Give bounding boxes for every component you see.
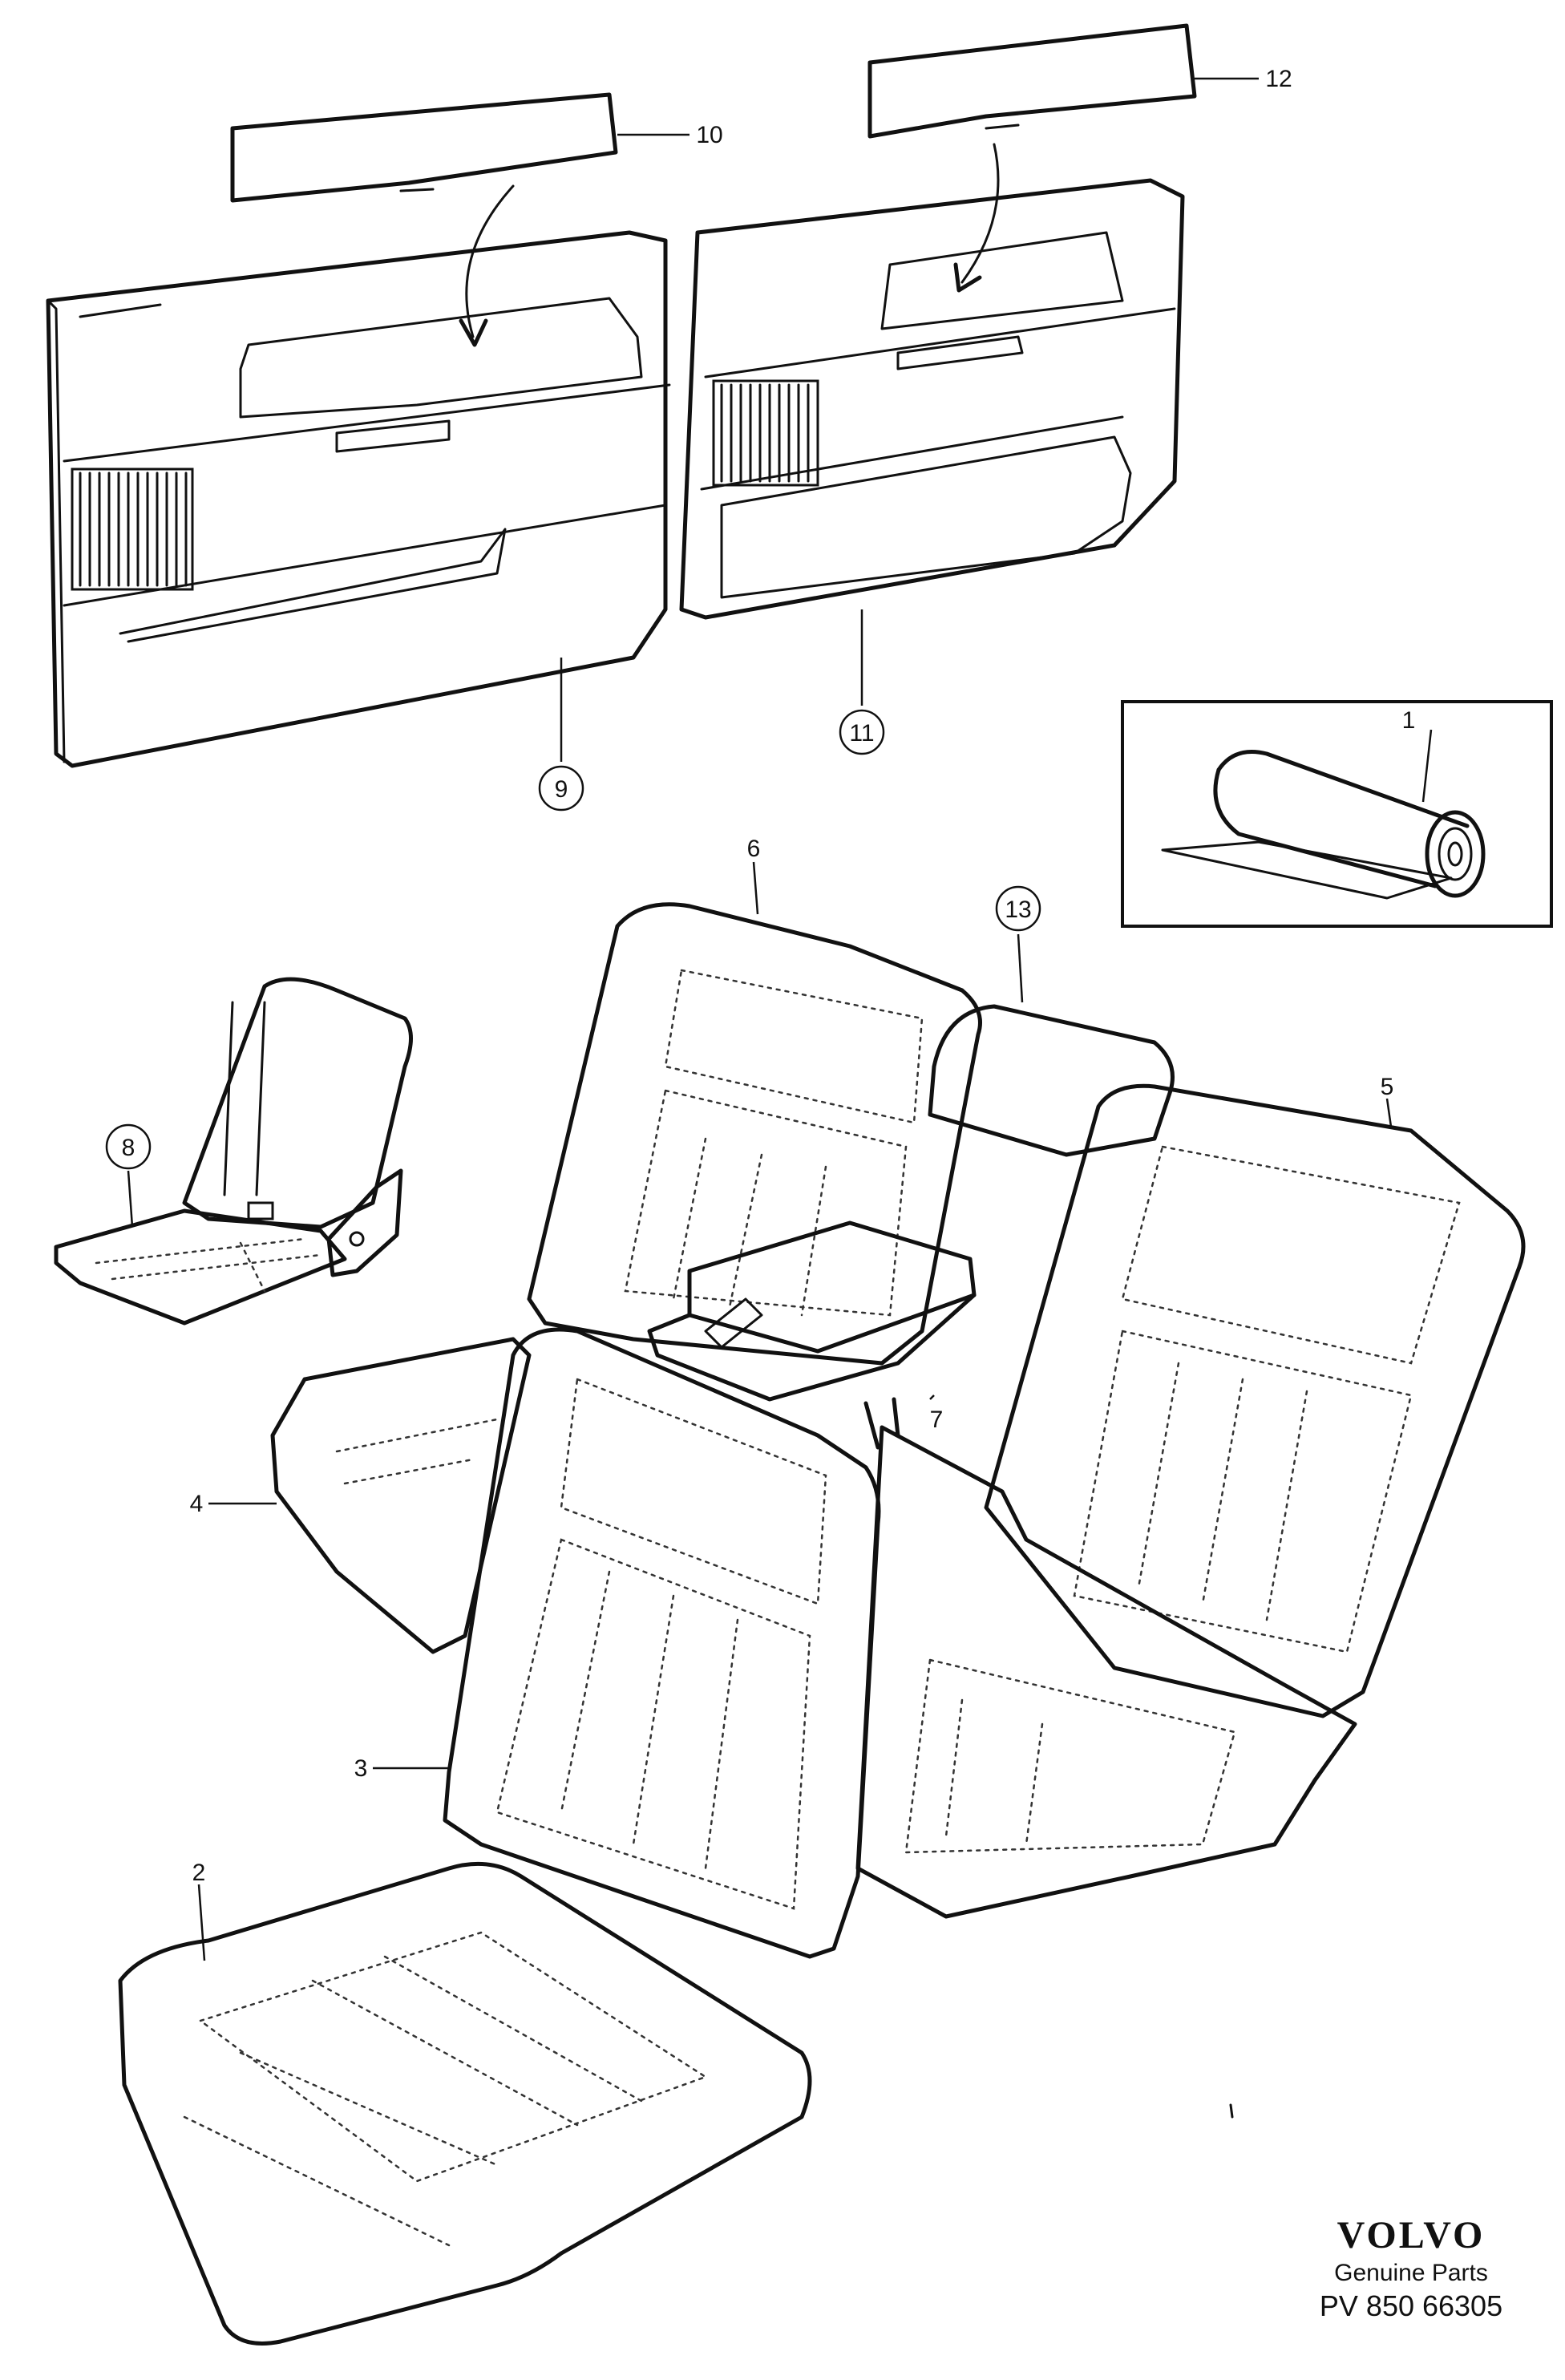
brand-logo-text: VOLVO xyxy=(1337,2214,1486,2257)
assembly-arrow-left xyxy=(459,184,515,347)
callout-11: 11 xyxy=(839,709,885,755)
leader-lines xyxy=(127,77,1433,1961)
svg-text:4: 4 xyxy=(190,1491,204,1517)
svg-text:13: 13 xyxy=(1005,897,1031,923)
part-3-front-backrest xyxy=(443,1327,881,1959)
speaker-grille-rear xyxy=(712,379,819,487)
svg-text:12: 12 xyxy=(1265,66,1292,92)
callout-4: 4 xyxy=(190,1491,204,1517)
part-4-rear-cushion xyxy=(270,1337,1357,1919)
part-1-fabric-roll xyxy=(1121,700,1553,928)
part-10-door-trim-top xyxy=(230,92,618,203)
assembly-arrow-right xyxy=(953,143,1000,293)
svg-text:9: 9 xyxy=(555,776,568,803)
callout-8: 8 xyxy=(105,1123,152,1170)
callout-2: 2 xyxy=(192,1860,206,1886)
part-2-front-cushion xyxy=(118,1861,812,2346)
speaker-grille-front xyxy=(79,472,188,587)
callout-13: 13 xyxy=(995,885,1041,932)
callout-6: 6 xyxy=(747,836,761,862)
part-5-rear-backrest xyxy=(984,1083,1526,1718)
svg-text:3: 3 xyxy=(354,1755,368,1782)
part-13-headrest xyxy=(928,1004,1175,1157)
part-7-armrest xyxy=(647,1220,977,1450)
part-11-rear-door-panel xyxy=(679,178,1185,620)
svg-text:5: 5 xyxy=(1381,1074,1394,1100)
svg-text:6: 6 xyxy=(747,836,761,862)
part-8-folding-seat xyxy=(54,977,413,1326)
svg-text:7: 7 xyxy=(930,1407,944,1433)
callout-9: 9 xyxy=(538,765,584,812)
callout-10: 10 xyxy=(696,122,722,148)
callout-7: 7 xyxy=(930,1407,944,1433)
callout-1: 1 xyxy=(1402,707,1416,734)
part-9-front-door-panel xyxy=(46,230,671,768)
brand-block: VOLVO Genuine Parts PV 850 66305 xyxy=(1283,2213,1539,2324)
svg-text:11: 11 xyxy=(849,720,874,747)
callout-12: 12 xyxy=(1265,66,1292,92)
publication-code: PV 850 66305 xyxy=(1319,2289,1503,2322)
svg-text:1: 1 xyxy=(1402,707,1416,734)
part-12-door-trim-top xyxy=(867,23,1197,139)
svg-text:2: 2 xyxy=(192,1860,206,1886)
callout-3: 3 xyxy=(354,1755,368,1782)
brand-subtitle: Genuine Parts xyxy=(1334,2260,1488,2286)
svg-text:8: 8 xyxy=(122,1135,135,1161)
svg-text:10: 10 xyxy=(696,122,722,148)
part-6-rear-backrest xyxy=(527,902,982,1366)
callout-5: 5 xyxy=(1381,1074,1394,1100)
